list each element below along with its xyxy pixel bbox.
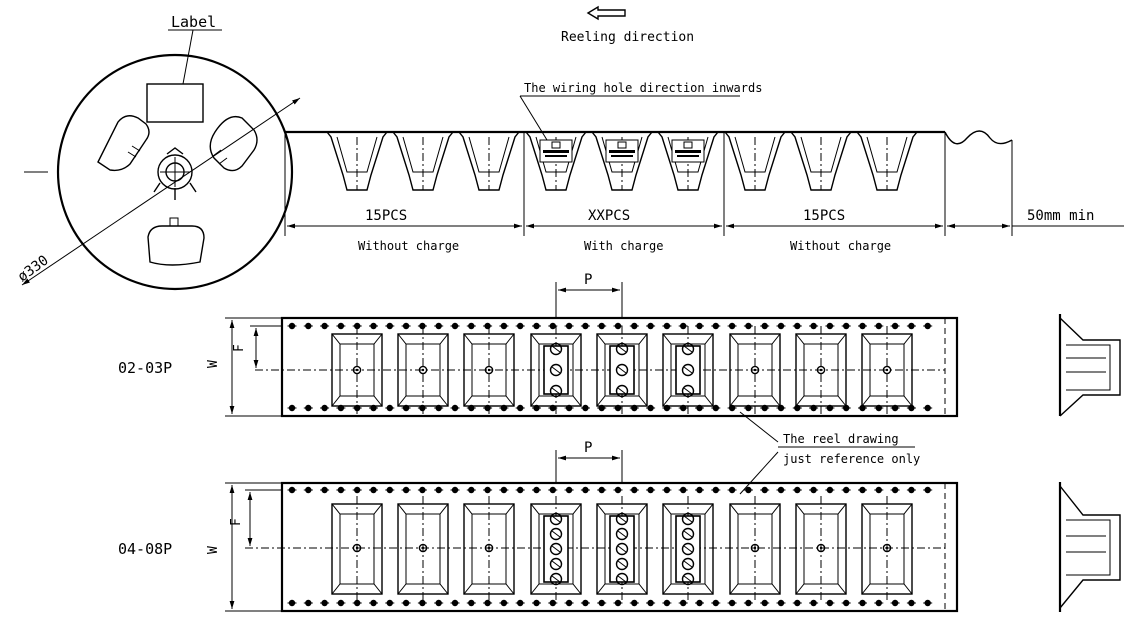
tape-pocket xyxy=(525,131,587,191)
tape-pocket xyxy=(856,131,918,191)
tape-cell xyxy=(530,496,582,602)
reel-note-line1: The reel drawing xyxy=(783,432,899,446)
tape-cell xyxy=(463,326,515,414)
leader-length: 50mm min xyxy=(1027,208,1094,224)
tape-cell xyxy=(530,326,582,414)
section1-desc: Without charge xyxy=(358,239,459,253)
tape-cell xyxy=(397,326,449,414)
strip-04-08P: P W F 04-08P xyxy=(118,440,1121,613)
reel-note-line2: just reference only xyxy=(783,452,920,466)
model-label-1: 02-03P xyxy=(118,359,172,377)
tape-cell xyxy=(795,496,847,602)
w-label-1: W xyxy=(206,360,221,368)
tape-cell xyxy=(596,326,648,414)
tape-cell xyxy=(861,326,913,414)
label-callout: Label xyxy=(171,13,216,31)
tape-cell xyxy=(861,496,913,602)
tape-cell xyxy=(662,326,714,414)
tape-cell xyxy=(397,496,449,602)
tape-cell xyxy=(331,496,383,602)
left-arrow-icon xyxy=(586,5,626,21)
pitch-label-1: P xyxy=(584,272,592,288)
reeling-direction-text: Reeling direction xyxy=(561,30,694,45)
section2-qty: XXPCS xyxy=(588,208,630,224)
tape-pocket xyxy=(724,131,786,191)
reeling-direction: Reeling direction xyxy=(561,5,694,45)
tape-cell xyxy=(729,326,781,414)
reel-drawing-note: The reel drawing just reference only xyxy=(739,411,920,495)
tape-pocket xyxy=(591,131,653,191)
pitch-label-2: P xyxy=(584,440,592,456)
tape-pocket xyxy=(392,131,454,191)
section1-qty: 15PCS xyxy=(365,208,407,224)
tape-cell xyxy=(729,496,781,602)
tape-cell xyxy=(662,496,714,602)
reel: Label ø330 xyxy=(15,13,301,291)
tape-pocket xyxy=(790,131,852,191)
tape-pocket xyxy=(458,131,520,191)
diameter-label: ø330 xyxy=(15,252,52,285)
section3-desc: Without charge xyxy=(790,239,891,253)
tape-pocket xyxy=(326,131,388,191)
model-label-2: 04-08P xyxy=(118,540,172,558)
tape-side-view: The wiring hole direction inwards 15PCS … xyxy=(284,81,1124,253)
wiring-note: The wiring hole direction inwards xyxy=(524,81,762,95)
tape-pocket xyxy=(657,131,719,191)
f-label-2: F xyxy=(229,518,244,526)
tape-cell xyxy=(331,326,383,414)
strip-02-03P: P W F 02-03P xyxy=(118,272,1121,418)
tape-cell xyxy=(795,326,847,414)
section3-qty: 15PCS xyxy=(803,208,845,224)
tape-cell xyxy=(596,496,648,602)
section2-desc: With charge xyxy=(584,239,663,253)
tape-cell xyxy=(463,496,515,602)
f-label-1: F xyxy=(232,344,247,352)
w-label-2: W xyxy=(206,546,221,554)
